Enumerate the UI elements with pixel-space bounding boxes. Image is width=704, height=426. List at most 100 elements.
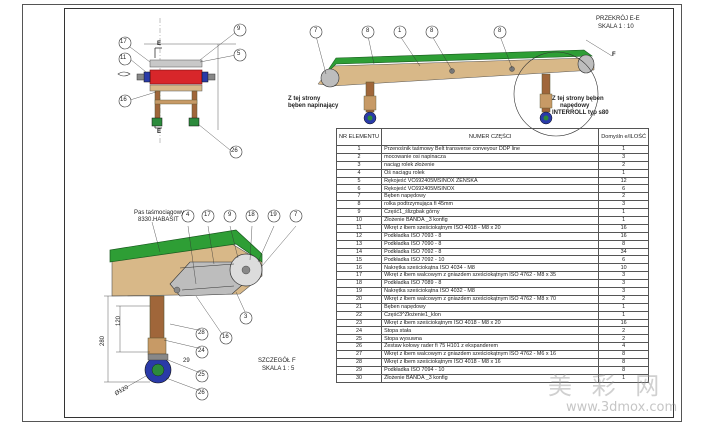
detail-view-title: SZCZEGÓŁ F <box>258 358 296 364</box>
bom-cell-desc: Nakrętka sześciokątna ISO 4034 - M8 <box>381 263 600 273</box>
bom-cell-qty: 16 <box>598 318 649 328</box>
bom-cell-no: 27 <box>335 350 383 360</box>
balloon: 26 <box>198 390 205 396</box>
cut-mark-bottom: E <box>157 129 162 135</box>
bom-cell-qty: 1 <box>598 216 649 225</box>
balloon: 16 <box>222 334 229 340</box>
section-view-scale: SKALA 1 : 10 <box>598 24 634 30</box>
bom-cell-qty: 16 <box>598 231 649 241</box>
bom-cell-qty: 2 <box>598 334 649 344</box>
bom-cell-desc: Wkręt z łbem sześciokątnym ISO 4018 - M8… <box>381 318 600 328</box>
sheet-outer-border <box>22 4 682 422</box>
bom-cell-qty: 2 <box>598 326 649 336</box>
bom-cell-desc: naciąg rolek złożenie <box>381 160 600 170</box>
bom-cell-desc: Wkręt z łbem walcowym z gniazdem sześcio… <box>381 294 600 304</box>
bom-cell-no: 2 <box>335 152 383 162</box>
bom-cell-qty: 12 <box>598 176 649 186</box>
bom-cell-no: 7 <box>335 192 383 202</box>
bom-cell-no: 15 <box>335 255 383 265</box>
bom-cell-qty: 16 <box>598 223 649 233</box>
bom-cell-qty: 3 <box>598 279 649 289</box>
watermark-logo: 美 彩 网 <box>548 372 666 400</box>
dimension-text: 280 <box>100 335 106 346</box>
bom-cell-no: 21 <box>335 302 383 312</box>
bom-cell-desc: Nakrętka sześciokątna ISO 4032 - M8 <box>381 287 600 296</box>
bom-cell-qty: 3 <box>598 287 649 296</box>
bom-cell-qty: 6 <box>598 184 649 194</box>
balloon: 18 <box>248 212 255 218</box>
bom-cell-desc: Podkładka ISO 7090 - 8 <box>381 239 600 249</box>
bom-cell-qty: 3 <box>598 271 649 281</box>
bom-cell-no: 16 <box>335 263 383 273</box>
detail-mark: F <box>612 52 616 58</box>
bom-cell-desc: Oś naciągu rolek <box>381 168 600 178</box>
bill-of-materials-table: NR ELEMENTU NUMER CZĘŚCI Domyśln e/ILOŚĆ… <box>335 128 649 383</box>
balloon: 1 <box>398 28 402 34</box>
bom-cell-no: 28 <box>335 358 383 367</box>
bom-cell-no: 3 <box>335 160 383 170</box>
bom-cell-desc: Złożenie BANDA _3 konfig <box>381 216 600 225</box>
balloon: 7 <box>314 28 318 34</box>
bom-cell-no: 12 <box>335 231 383 241</box>
bom-header-part: NUMER CZĘŚCI <box>381 128 600 146</box>
dimension-text: 120 <box>116 315 122 326</box>
bom-cell-desc: Bęben napędowy <box>381 192 600 202</box>
bom-cell-no: 29 <box>335 365 383 375</box>
balloon: 8 <box>366 28 370 34</box>
bom-cell-qty: 1 <box>598 208 649 218</box>
balloon: 9 <box>237 26 241 32</box>
balloon: 24 <box>198 348 205 354</box>
balloon: 19 <box>270 212 277 218</box>
detail-view <box>104 209 303 401</box>
bom-cell-desc: Stopa wysuwna <box>381 334 600 344</box>
balloon: 9 <box>228 212 232 218</box>
bom-cell-no: 13 <box>335 239 383 249</box>
balloon: 29 <box>183 358 190 364</box>
bom-cell-no: 14 <box>335 247 383 257</box>
bom-cell-no: 23 <box>335 318 383 328</box>
section-view <box>309 25 613 137</box>
bom-cell-no: 17 <box>335 271 383 281</box>
bom-cell-desc: Podkładka ISO 7089 - 8 <box>381 279 600 289</box>
bom-cell-no: 1 <box>335 145 383 154</box>
bom-cell-qty: 3 <box>598 152 649 162</box>
bom-cell-no: 19 <box>335 287 383 296</box>
bom-cell-qty: 1 <box>598 310 649 320</box>
bom-cell-qty: 1 <box>598 373 649 383</box>
bom-cell-no: 18 <box>335 279 383 289</box>
right-drum-note-line1: Z tej strony bęben <box>552 96 604 102</box>
balloon: 4 <box>186 212 190 218</box>
bom-cell-qty: 8 <box>598 350 649 360</box>
balloon: 17 <box>120 39 127 45</box>
bom-cell-no: 30 <box>335 373 383 383</box>
bom-cell-no: 5 <box>335 176 383 186</box>
bom-cell-qty: 2 <box>598 160 649 170</box>
bom-cell-no: 8 <box>335 200 383 210</box>
bom-cell-desc: Przenośnik taśmowy Belt transverse conve… <box>381 145 600 154</box>
bom-cell-qty: 10 <box>598 263 649 273</box>
cut-mark-top: E <box>157 41 162 47</box>
right-drum-note-line2: napędowy <box>560 103 590 109</box>
bom-cell-no: 11 <box>335 223 383 233</box>
bom-cell-desc: Rękojeść VC692405MSINOX <box>381 184 600 194</box>
bom-cell-no: 25 <box>335 334 383 344</box>
bom-cell-desc: Część1_ślizgbak górny <box>381 208 600 218</box>
